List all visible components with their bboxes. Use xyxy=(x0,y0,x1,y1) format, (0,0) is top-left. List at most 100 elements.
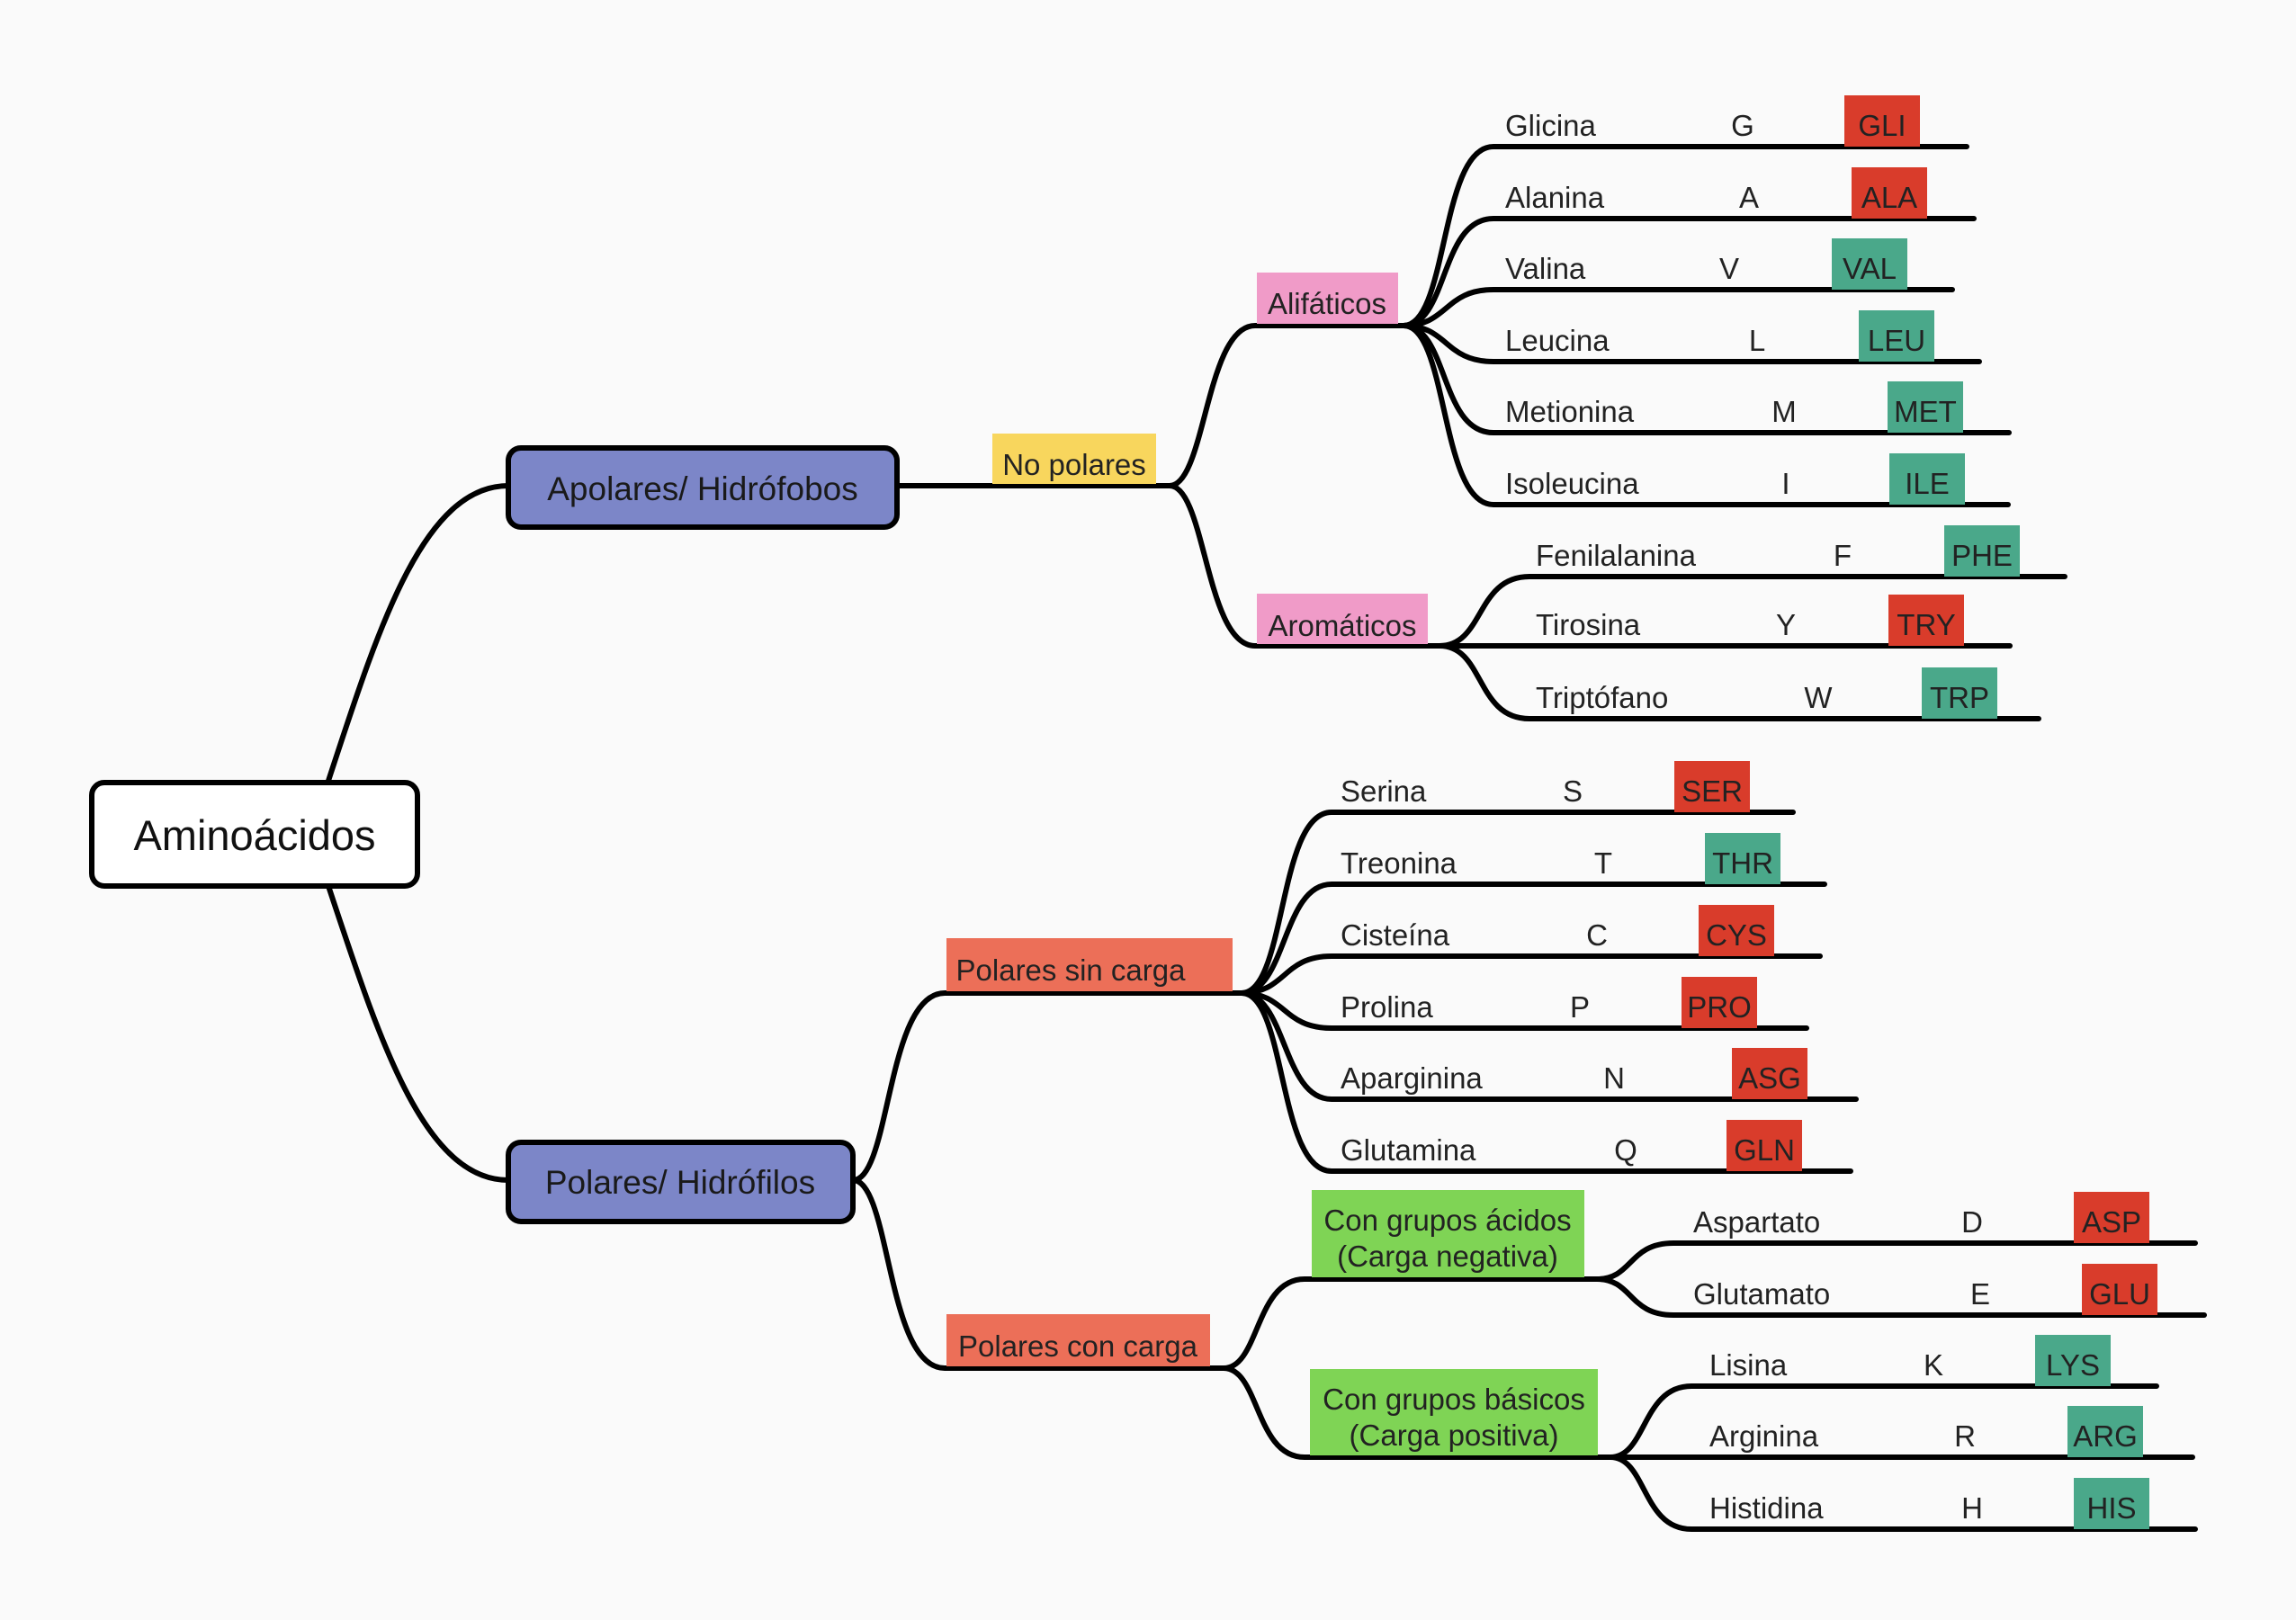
basicos-label-2: (Carga positiva) xyxy=(1350,1419,1559,1452)
amino-name: Arginina xyxy=(1709,1419,1819,1453)
amino-name: Metionina xyxy=(1505,395,1635,428)
amino-code: HIS xyxy=(2086,1491,2136,1525)
amino-code: PHE xyxy=(1951,539,2013,572)
code-badge xyxy=(1944,525,2020,577)
aromaticos-node[interactable]: Aromáticos xyxy=(1257,594,1428,644)
sin-carga-label: Polares sin carga xyxy=(956,953,1187,987)
amino-name: Leucina xyxy=(1505,324,1610,357)
root-label: Aminoácidos xyxy=(133,811,375,859)
amino-code: MET xyxy=(1894,395,1957,428)
basicos-leaf-arg[interactable]: Arginina R ARG xyxy=(1709,1406,2143,1457)
alifaticos-node[interactable]: Alifáticos xyxy=(1257,273,1398,324)
code-badge xyxy=(1889,453,1965,505)
con-carga-node[interactable]: Polares con carga xyxy=(946,1314,1210,1366)
amino-name: Histidina xyxy=(1709,1491,1824,1525)
amino-code: ALA xyxy=(1861,181,1917,214)
code-badge xyxy=(1852,167,1927,219)
edge-arom-0 xyxy=(1437,574,2067,649)
amino-name: Glutamina xyxy=(1341,1133,1476,1167)
amino-letter: P xyxy=(1570,990,1590,1024)
amino-code: ARG xyxy=(2073,1419,2138,1453)
edge-sin-1 xyxy=(1239,882,1827,996)
sin-carga-node[interactable]: Polares sin carga xyxy=(946,938,1233,991)
code-badge xyxy=(1732,1048,1807,1099)
amino-letter: I xyxy=(1781,467,1789,500)
code-badge xyxy=(1705,833,1780,884)
edge-alif-2 xyxy=(1401,287,1955,328)
con-carga-label: Polares con carga xyxy=(958,1329,1198,1363)
edge-concarga-acidos xyxy=(1221,1276,1600,1371)
code-badge xyxy=(1859,310,1934,362)
edge-alif-5 xyxy=(1401,323,2011,507)
amino-letter: N xyxy=(1603,1061,1625,1095)
amino-letter: Q xyxy=(1614,1133,1637,1167)
basicos-box xyxy=(1310,1369,1598,1455)
code-badge xyxy=(2067,1406,2143,1457)
code-badge xyxy=(2035,1335,2111,1386)
acidos-box xyxy=(1312,1190,1584,1277)
edge-alif-0 xyxy=(1401,144,1969,328)
code-badge xyxy=(1699,905,1774,956)
acidos-label-1: Con grupos ácidos xyxy=(1323,1204,1571,1237)
no-polares-box xyxy=(992,434,1156,484)
amino-name: Triptófano xyxy=(1536,681,1668,714)
amino-letter: H xyxy=(1961,1491,1983,1525)
polares-node[interactable]: Polares/ Hidrófilos xyxy=(506,1140,856,1224)
acidos-node[interactable]: Con grupos ácidos (Carga negativa) xyxy=(1312,1190,1584,1277)
apolares-node[interactable]: Apolares/ Hidrófobos xyxy=(506,445,900,530)
amino-name: Lisina xyxy=(1709,1348,1788,1382)
edge-bas-2 xyxy=(1608,1454,2198,1532)
amino-code: SER xyxy=(1682,774,1743,808)
edge-sin-5 xyxy=(1239,990,1853,1174)
basicos-label-1: Con grupos básicos xyxy=(1323,1383,1585,1416)
amino-code: THR xyxy=(1712,846,1773,880)
amino-code: GLI xyxy=(1858,109,1906,142)
amino-letter: A xyxy=(1739,181,1759,214)
amino-name: Cisteína xyxy=(1341,918,1450,952)
amino-letter: R xyxy=(1954,1419,1976,1453)
amino-name: Glicina xyxy=(1505,109,1597,142)
amino-code: TRY xyxy=(1897,608,1955,641)
edge-nopolares-alifaticos xyxy=(1167,323,1406,488)
amino-letter: F xyxy=(1834,539,1852,572)
basicos-leaf-his[interactable]: Histidina H HIS xyxy=(1709,1478,2149,1529)
amino-code: LYS xyxy=(2046,1348,2100,1382)
root-node[interactable]: Aminoácidos xyxy=(89,780,420,889)
amino-name: Aspartato xyxy=(1693,1205,1820,1239)
edge-root-polares xyxy=(326,883,511,1183)
amino-letter: V xyxy=(1719,252,1739,285)
amino-code: ASP xyxy=(2082,1205,2141,1239)
code-badge xyxy=(2082,1264,2157,1315)
no-polares-label: No polares xyxy=(1002,448,1146,481)
amino-code: PRO xyxy=(1687,990,1752,1024)
amino-name: Tirosina xyxy=(1536,608,1641,641)
amino-name: Glutamato xyxy=(1693,1277,1830,1311)
amino-letter: T xyxy=(1594,846,1612,880)
alifaticos-leaf-ala[interactable]: Alanina A ALA xyxy=(1505,167,1927,219)
edge-root-apolares xyxy=(326,483,511,783)
edge-polares-concarga xyxy=(850,1177,1226,1371)
basicos-node[interactable]: Con grupos básicos (Carga positiva) xyxy=(1310,1369,1598,1455)
amino-code: TRP xyxy=(1930,681,1989,714)
amino-name: Alanina xyxy=(1505,181,1605,214)
amino-name: Serina xyxy=(1341,774,1427,808)
no-polares-node[interactable]: No polares xyxy=(992,434,1156,484)
code-badge xyxy=(1726,1120,1802,1171)
